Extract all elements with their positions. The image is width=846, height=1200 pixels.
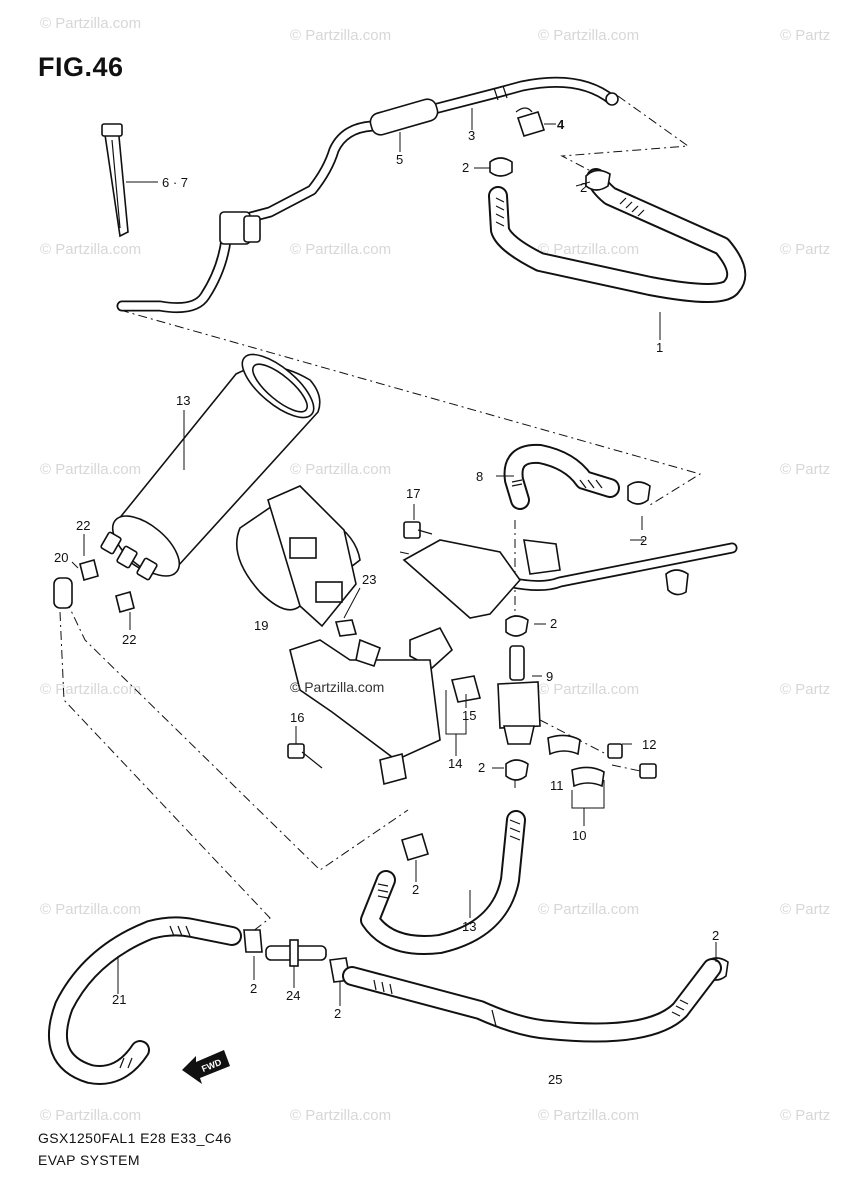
callout-2: 2 xyxy=(550,616,557,631)
callout-5: 5 xyxy=(396,152,403,167)
callout-22: 22 xyxy=(76,518,90,533)
part-16-bolt xyxy=(287,743,323,769)
forward-direction-arrow: FWD xyxy=(182,1050,230,1084)
watermark: © Partz xyxy=(780,241,830,258)
watermark: © Partzilla.com xyxy=(40,241,141,258)
callout-24: 24 xyxy=(286,988,300,1003)
watermark-layer: © Partzilla.com © Partzilla.com © Partzi… xyxy=(40,15,830,1124)
callout-2: 2 xyxy=(334,1006,341,1021)
watermark: © Partzilla.com xyxy=(40,681,141,698)
watermark: © Partz xyxy=(780,461,830,478)
watermark: © Partzilla.com xyxy=(538,901,639,918)
callout-11: 11 xyxy=(550,778,564,793)
callout-14: 14 xyxy=(448,756,462,771)
system-name: EVAP SYSTEM xyxy=(38,1152,140,1168)
watermark: © Partz xyxy=(780,901,830,918)
callout-leaders xyxy=(71,108,717,1006)
callout-1: 1 xyxy=(656,340,663,355)
model-code: GSX1250FAL1 E28 E33_C46 xyxy=(38,1130,232,1146)
watermark: © Partzilla.com xyxy=(290,241,391,258)
callout-15: 15 xyxy=(462,708,476,723)
watermark: © Partzilla.com xyxy=(40,1107,141,1124)
callout-13: 13 xyxy=(462,919,476,934)
callout-2: 2 xyxy=(712,928,719,943)
part-6-7-cable-tie xyxy=(101,123,129,238)
watermark: © Partzilla.com xyxy=(290,1107,391,1124)
callout-2: 2 xyxy=(640,533,647,548)
callout-25: 25 xyxy=(548,1072,562,1087)
callout-21: 21 xyxy=(112,992,126,1007)
callout-13: 13 xyxy=(176,393,190,408)
part-1-hose xyxy=(488,168,747,303)
part-17-bolt xyxy=(403,521,433,539)
callout-2: 2 xyxy=(250,981,257,996)
callout-17: 17 xyxy=(406,486,420,501)
part-14-bracket xyxy=(409,626,482,703)
figure-title: FIG.46 xyxy=(38,52,124,82)
callout-2: 2 xyxy=(478,760,485,775)
part-2-clamp xyxy=(401,833,429,861)
part-20-hose xyxy=(53,577,73,609)
watermark: © Partzilla.com xyxy=(538,681,639,698)
watermark: © Partzilla.com xyxy=(40,901,141,918)
part-2-clamp xyxy=(505,481,651,637)
part-13-hose xyxy=(360,810,526,955)
part-13-canister xyxy=(100,353,321,581)
callout-2: 2 xyxy=(412,882,419,897)
callout-4: 4 xyxy=(557,117,565,132)
callout-8: 8 xyxy=(476,469,483,484)
watermark: © Partz xyxy=(780,681,830,698)
part-23-nut xyxy=(334,619,358,637)
watermark: © Partz xyxy=(780,27,830,44)
part-25-hose xyxy=(342,958,722,1043)
part-9-purge-valve xyxy=(497,645,541,745)
watermark: © Partzilla.com xyxy=(538,1107,639,1124)
callout-2: 2 xyxy=(462,160,469,175)
part-8-hose xyxy=(503,443,620,510)
callout-16: 16 xyxy=(290,710,304,725)
watermark: © Partzilla.com xyxy=(290,461,391,478)
callout-3: 3 xyxy=(468,128,475,143)
part-21-hose xyxy=(47,916,242,1085)
part-24-connector xyxy=(265,939,327,967)
part-12-bolt xyxy=(607,743,657,779)
callout-10: 10 xyxy=(572,828,586,843)
lower-bracket xyxy=(289,638,441,786)
watermark-center: © Partzilla.com xyxy=(290,679,384,695)
callout-19: 19 xyxy=(254,618,268,633)
callout-23: 23 xyxy=(362,572,376,587)
callout-numbers: 1 2 2 2 2 2 2 2 2 2 3 4 5 6 · 7 8 9 10 1… xyxy=(54,117,719,1087)
part-22-clamp xyxy=(79,559,135,613)
watermark: © Partzilla.com xyxy=(40,15,141,32)
part-2-clamp xyxy=(505,759,529,781)
part-5-vent-pipe xyxy=(116,76,619,314)
callout-12: 12 xyxy=(642,737,656,752)
part-11-clamp-half xyxy=(547,734,605,788)
part-4-clamp xyxy=(515,107,546,137)
callout-2: 2 xyxy=(580,180,587,195)
part-2-clamp xyxy=(489,157,611,191)
callout-20: 20 xyxy=(54,550,68,565)
part-19-bracket xyxy=(236,485,361,628)
callout-9: 9 xyxy=(546,669,553,684)
hose-part-3 xyxy=(369,98,439,136)
watermark: © Partz xyxy=(780,1107,830,1124)
reference-lines xyxy=(59,95,702,933)
watermark: © Partzilla.com xyxy=(538,241,639,258)
callout-6-7: 6 · 7 xyxy=(162,175,188,190)
watermark: © Partzilla.com xyxy=(290,27,391,44)
frame-bracket xyxy=(402,539,738,619)
watermark: © Partzilla.com xyxy=(538,27,639,44)
watermark: © Partzilla.com xyxy=(40,461,141,478)
callout-22: 22 xyxy=(122,632,136,647)
